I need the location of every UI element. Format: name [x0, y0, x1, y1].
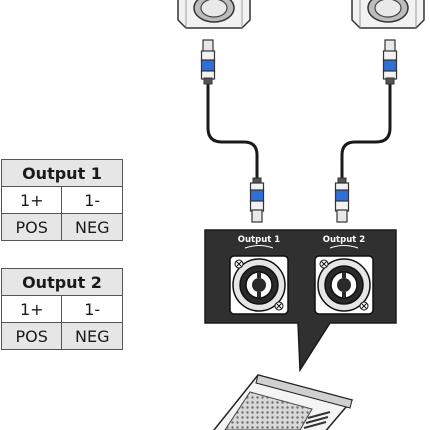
table-cell: 1-: [61, 295, 123, 323]
panel-label-output-2: Output 2: [323, 235, 365, 245]
speakon-plug-bottom-right-icon: [334, 177, 350, 223]
speakon-plug-bottom-left-icon: [249, 177, 265, 223]
amplifier-icon: [213, 374, 354, 430]
speaker-cable-right: [340, 84, 392, 180]
table-cell: NEG: [61, 322, 123, 350]
speakon-plug-top-right-icon: [382, 39, 398, 85]
speakon-jack-output-2-icon: [314, 255, 374, 315]
pinout-table-output-1: Output 1 1+ 1- POS NEG: [0, 159, 123, 241]
pinout-table-output-2: Output 2 1+ 1- POS NEG: [0, 268, 123, 350]
panel-label-output-1: Output 1: [238, 235, 280, 245]
table-cell: POS: [0, 213, 63, 241]
table-cell: NEG: [61, 213, 123, 241]
table-cell: 1-: [61, 186, 123, 214]
speakon-plug-top-left-icon: [200, 39, 216, 85]
table-cell: 1+: [0, 186, 63, 214]
speaker-cabinet-left-icon: [177, 0, 251, 29]
table-cell: POS: [0, 322, 63, 350]
table-title: Output 1: [1, 159, 123, 187]
speakon-jack-output-1-icon: [229, 255, 289, 315]
table-cell: 1+: [0, 295, 63, 323]
amplifier-output-panel: Output 1 Output 2: [204, 229, 397, 373]
table-title: Output 2: [1, 268, 123, 296]
speaker-cable-left: [206, 84, 259, 180]
speaker-cabinet-right-icon: [351, 0, 425, 29]
